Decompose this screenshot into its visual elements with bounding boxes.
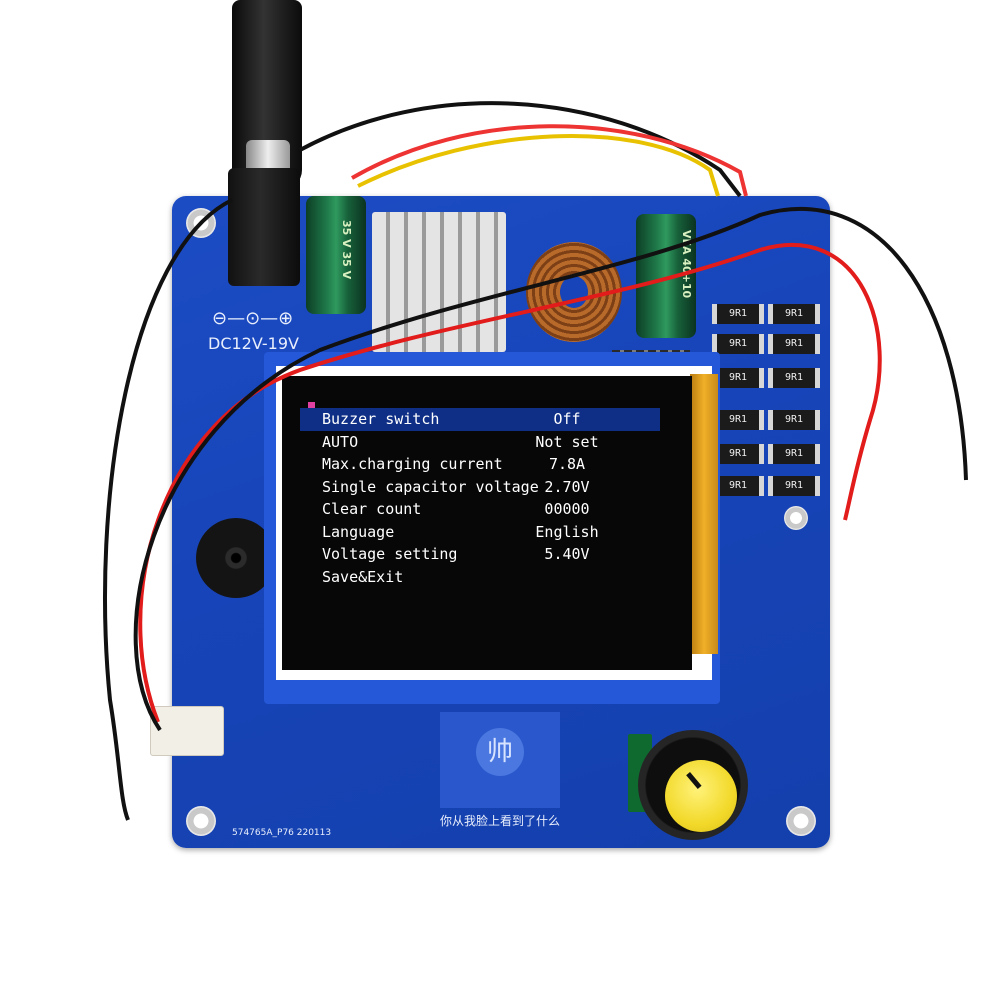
menu-item-value: 2.70V bbox=[544, 477, 590, 496]
heatsink bbox=[372, 212, 506, 352]
capacitor-right-marking: VEA 40+10 bbox=[680, 230, 693, 299]
menu-item-label: AUTO bbox=[322, 432, 359, 451]
menu-item-label: Save&Exit bbox=[322, 567, 404, 586]
resistor: 9R1 bbox=[768, 334, 820, 354]
dc-jack bbox=[228, 168, 300, 286]
polarity-symbol: ⊖—⊙—⊕ bbox=[212, 308, 294, 329]
menu-item-value: Off bbox=[553, 410, 581, 428]
menu-item-value: English bbox=[535, 522, 599, 541]
capacitor-left bbox=[306, 196, 366, 314]
flex-cable bbox=[690, 374, 718, 654]
resistor: 9R1 bbox=[768, 410, 820, 430]
menu-item-label: Buzzer switch bbox=[322, 410, 440, 428]
settings-menu: Buzzer switch Off AUTO Not set Max.charg… bbox=[300, 408, 660, 588]
resistor: 9R1 bbox=[768, 368, 820, 388]
resistor: 9R1 bbox=[768, 444, 820, 464]
knob-cap bbox=[665, 760, 737, 832]
logo-area: 帅 bbox=[440, 712, 560, 808]
menu-item-voltage-setting[interactable]: Voltage setting 5.40V bbox=[300, 543, 660, 566]
menu-item-value: 00000 bbox=[544, 500, 590, 518]
resistor: 9R1 bbox=[768, 476, 820, 496]
mounting-hole-bottom-left bbox=[186, 806, 216, 836]
menu-item-label: Single capacitor voltage bbox=[322, 477, 539, 496]
wire-red-top bbox=[351, 124, 748, 197]
wire-yellow-top bbox=[357, 134, 720, 197]
logo-character: 帅 bbox=[476, 728, 524, 776]
menu-item-save-exit[interactable]: Save&Exit bbox=[300, 566, 660, 589]
mounting-hole-top-left bbox=[186, 208, 216, 238]
menu-item-buzzer-switch[interactable]: Buzzer switch Off bbox=[300, 408, 660, 431]
menu-item-value: 5.40V bbox=[544, 545, 590, 563]
menu-item-single-capacitor-voltage[interactable]: Single capacitor voltage 2.70V bbox=[300, 476, 660, 499]
menu-item-value: 7.8A bbox=[548, 455, 586, 473]
wire-black-top bbox=[299, 101, 742, 198]
menu-item-label: Language bbox=[322, 522, 395, 541]
mounting-hole-right bbox=[784, 506, 808, 530]
menu-item-label: Clear count bbox=[322, 500, 422, 518]
slogan-text: 你从我脸上看到了什么 bbox=[440, 814, 561, 828]
menu-item-label: Voltage setting bbox=[322, 545, 458, 563]
resistor: 9R1 bbox=[712, 334, 764, 354]
board-id-label: 574765A_P76 220113 bbox=[232, 828, 332, 838]
resistor: 9R1 bbox=[768, 304, 820, 324]
capacitor-left-marking: 35 V 35 V bbox=[340, 220, 353, 280]
resistor: 9R1 bbox=[712, 304, 764, 324]
menu-item-value: Not set bbox=[535, 432, 599, 451]
wire-connector bbox=[150, 706, 224, 756]
menu-item-label: Max.charging current bbox=[322, 455, 503, 473]
power-rating-label: DC12V-19V bbox=[208, 334, 299, 353]
menu-item-auto[interactable]: AUTO Not set bbox=[300, 431, 660, 454]
mounting-hole-bottom-right bbox=[786, 806, 816, 836]
menu-item-language[interactable]: Language English bbox=[300, 521, 660, 544]
toroid-inductor bbox=[526, 242, 622, 342]
menu-item-clear-count[interactable]: Clear count 00000 bbox=[300, 498, 660, 521]
menu-item-max-charging-current[interactable]: Max.charging current 7.8A bbox=[300, 453, 660, 476]
